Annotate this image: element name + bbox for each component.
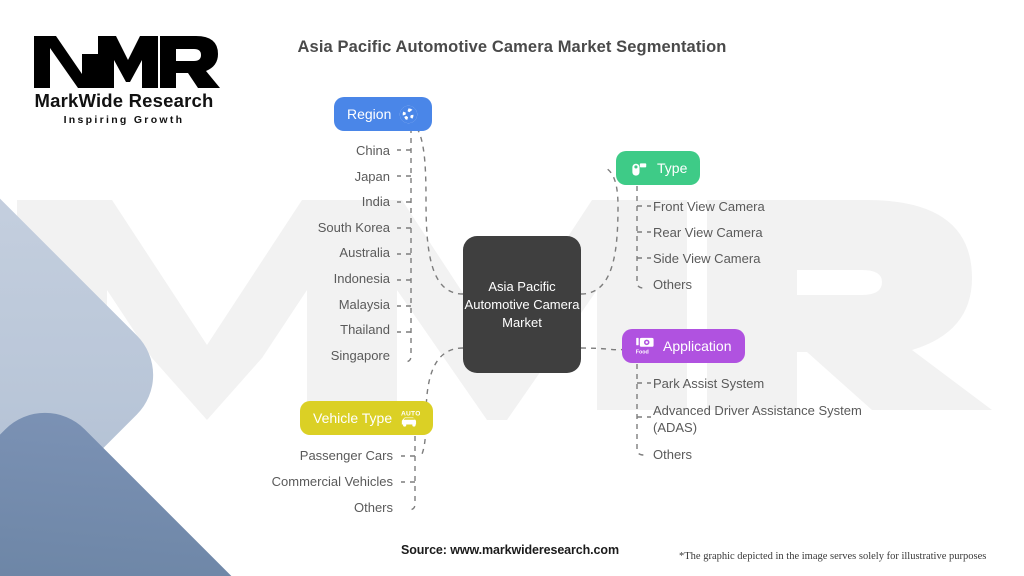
disclaimer-note: *The graphic depicted in the image serve… xyxy=(679,551,987,562)
globe-icon xyxy=(398,103,419,125)
list-item: Park Assist System xyxy=(653,376,765,391)
food-camera-icon: Food xyxy=(635,335,656,357)
logo-company-name: MarkWide Research xyxy=(34,90,214,111)
list-item: Singapore xyxy=(330,347,390,363)
logo-mark-icon xyxy=(34,36,220,88)
list-item: Japan xyxy=(354,168,390,184)
list-item: Commercial Vehicles xyxy=(271,474,393,489)
branch-badge-region[interactable]: Region xyxy=(334,97,433,131)
list-item: India xyxy=(361,194,390,210)
auto-car-icon: AUTO xyxy=(399,407,420,429)
list-item: Others xyxy=(653,447,693,462)
leaf-list-type: Front View Camera Rear View Camera Side … xyxy=(653,199,883,303)
center-node: Asia Pacific Automotive Camera Market xyxy=(463,236,581,373)
list-item: Side View Camera xyxy=(653,251,761,266)
svg-text:Food: Food xyxy=(636,349,649,355)
video-camera-icon xyxy=(629,157,650,179)
branch-badge-application[interactable]: Food Application xyxy=(622,329,745,363)
list-item: Indonesia xyxy=(333,270,390,286)
list-item: Others xyxy=(653,277,693,292)
list-item: China xyxy=(356,143,390,158)
leaf-list-application: Park Assist System Advanced Driver Assis… xyxy=(653,375,863,473)
branch-label-application: Application xyxy=(663,338,732,354)
branch-label-vehicle-type: Vehicle Type xyxy=(313,410,393,426)
list-item: Australia xyxy=(339,245,390,261)
list-item: Front View Camera xyxy=(653,199,765,214)
logo-tagline: Inspiring Growth xyxy=(63,114,185,126)
company-logo: MarkWide Research Inspiring Growth xyxy=(24,30,224,130)
svg-text:AUTO: AUTO xyxy=(401,410,420,417)
branch-badge-vehicle-type[interactable]: Vehicle Type AUTO xyxy=(300,401,434,435)
list-item: Malaysia xyxy=(338,296,390,312)
list-item: South Korea xyxy=(317,219,390,235)
page-title: Asia Pacific Automotive Camera Market Se… xyxy=(297,38,727,56)
list-item: Thailand xyxy=(340,322,390,338)
list-item: Passenger Cars xyxy=(299,448,393,463)
list-item: Rear View Camera xyxy=(653,225,763,240)
list-item: Advanced Driver Assistance System (ADAS) xyxy=(653,403,862,435)
leaf-list-vehicle-type: Passenger Cars Commercial Vehicles Other… xyxy=(180,448,393,526)
branch-label-type: Type xyxy=(657,160,688,176)
source-note: Source: www.markwideresearch.com xyxy=(401,543,619,557)
branch-label-region: Region xyxy=(347,106,392,122)
center-node-label: Asia Pacific Automotive Camera Market xyxy=(464,278,580,330)
list-item: Others xyxy=(353,500,393,515)
branch-badge-type[interactable]: Type xyxy=(616,151,701,185)
leaf-list-region: China Japan India South Korea Australia … xyxy=(190,143,390,373)
